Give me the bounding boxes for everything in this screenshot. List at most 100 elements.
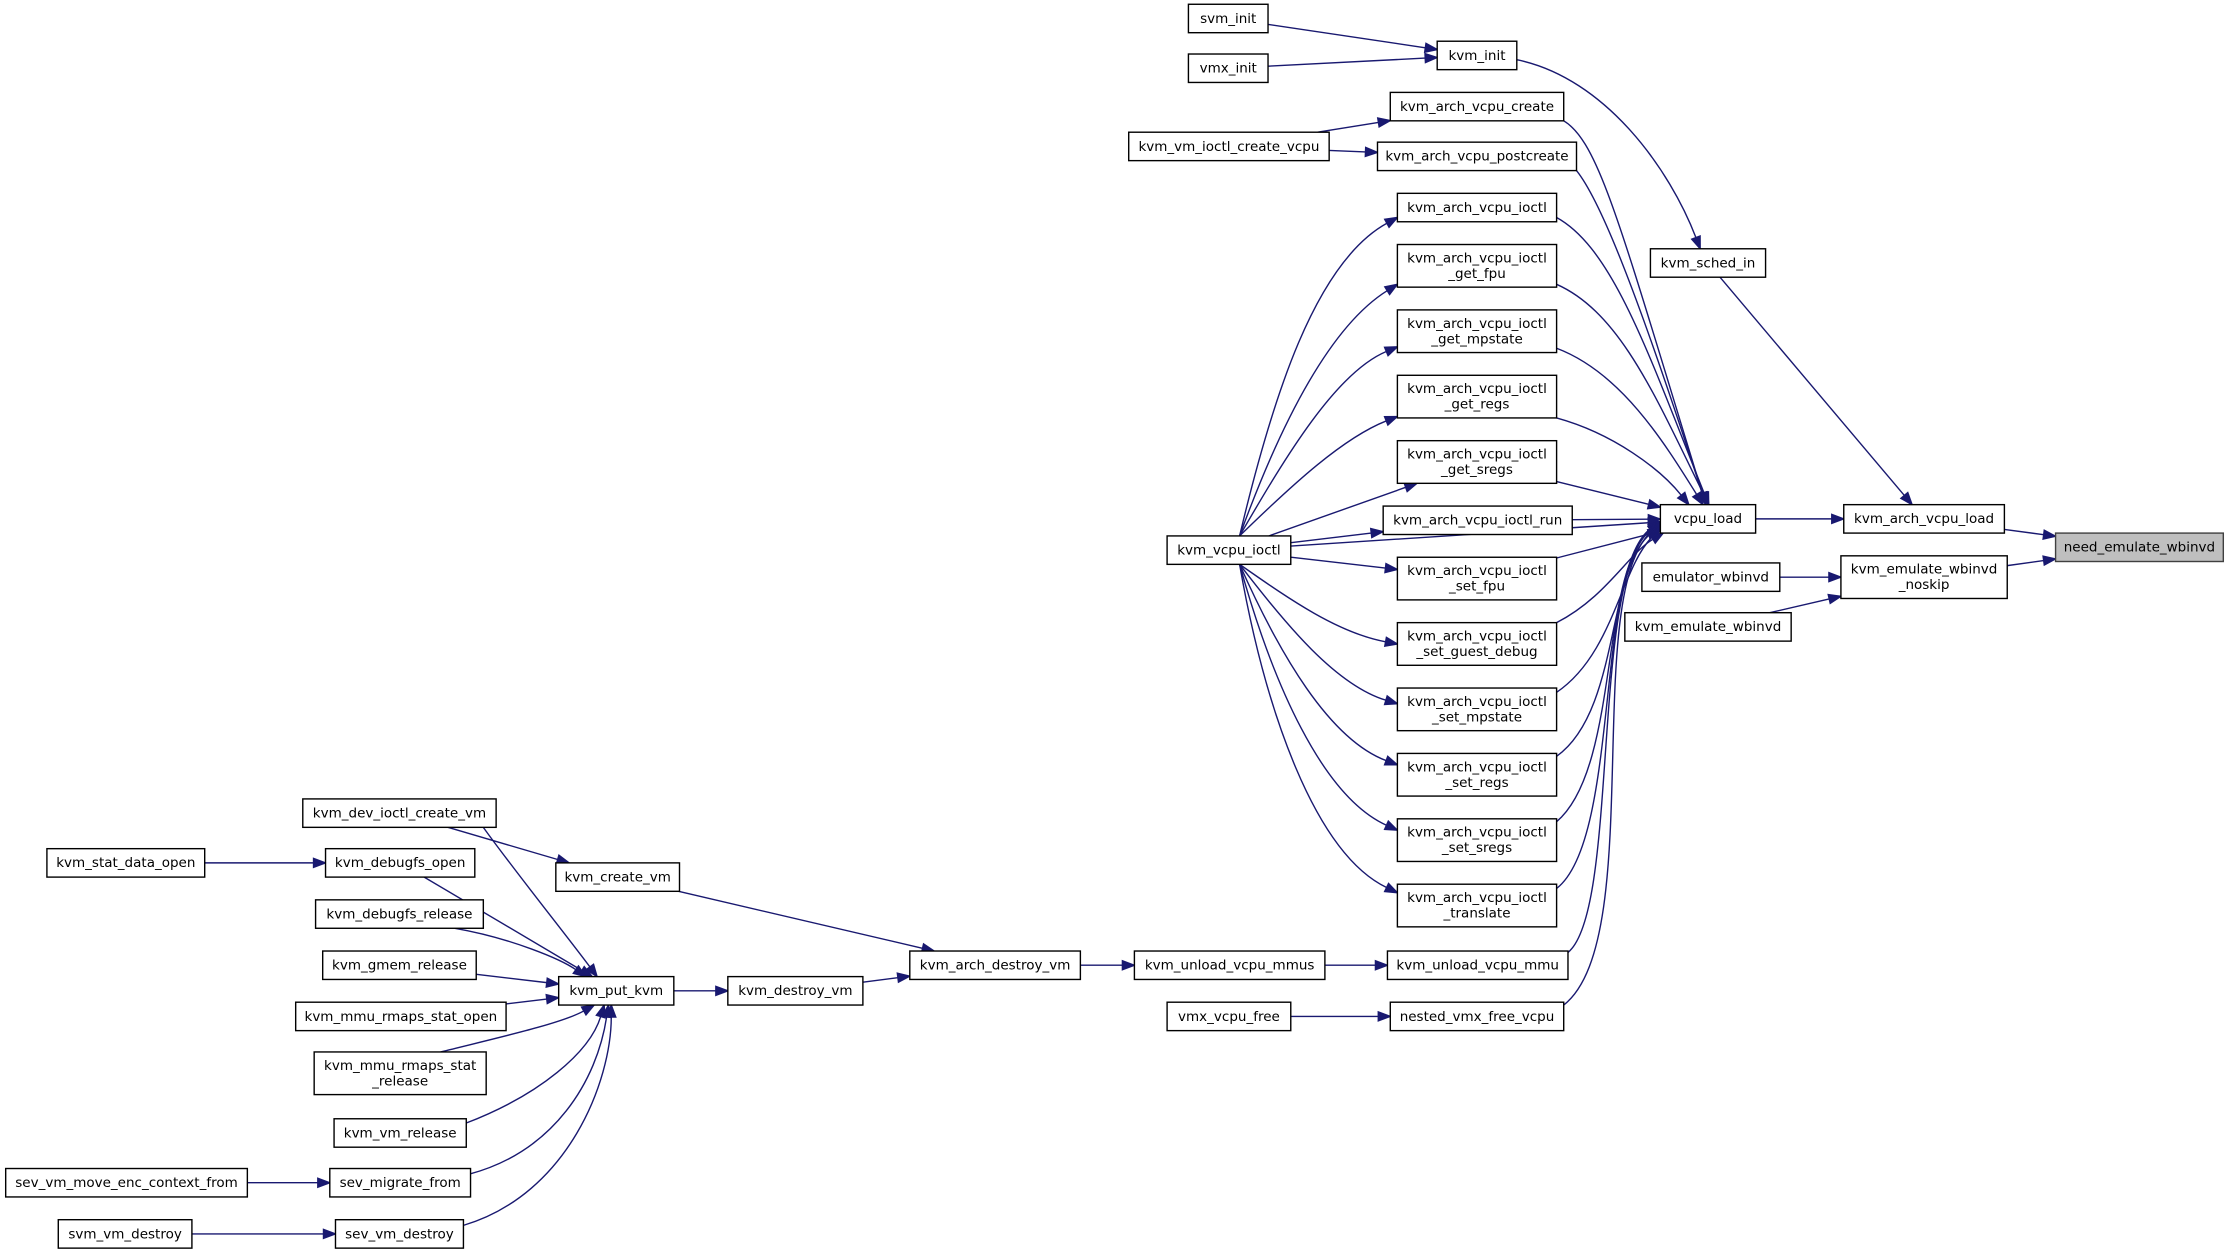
node-kvm-arch-vcpu-postcreate[interactable]: kvm_arch_vcpu_postcreate [1376, 141, 1578, 172]
node-box[interactable] [1389, 91, 1565, 122]
node-box[interactable] [1133, 950, 1326, 981]
node-kvm-dev-ioctl-create-vm[interactable]: kvm_dev_ioctl_create_vm [302, 798, 497, 829]
node-kvm-vm-release[interactable]: kvm_vm_release [333, 1118, 467, 1148]
node-kvm-arch-vcpu-ioctl-get-sregs[interactable]: kvm_arch_vcpu_ioctl_get_sregs [1396, 439, 1558, 485]
node-box[interactable] [1649, 248, 1767, 278]
node-box[interactable] [4, 1167, 249, 1198]
node-kvm-arch-vcpu-ioctl-translate[interactable]: kvm_arch_vcpu_ioctl_translate [1396, 883, 1558, 928]
node-box[interactable] [1843, 503, 2006, 534]
node-box[interactable] [1396, 192, 1558, 223]
node-box[interactable] [1641, 562, 1781, 593]
node-box[interactable] [333, 1118, 467, 1148]
edge-kvm_vcpu_ioctl-to-kvm_arch_vcpu_ioctl [1238, 216, 1400, 537]
node-sev-migrate-from[interactable]: sev_migrate_from [329, 1167, 472, 1198]
node-box[interactable] [302, 798, 497, 829]
node-svm-vm-destroy[interactable]: svm_vm_destroy [57, 1218, 193, 1249]
node-box[interactable] [1396, 621, 1558, 666]
node-need-emulate-wbinvd[interactable]: need_emulate_wbinvd [2054, 532, 2225, 563]
node-kvm-arch-vcpu-ioctl[interactable]: kvm_arch_vcpu_ioctl [1396, 192, 1558, 223]
node-box[interactable] [57, 1218, 193, 1249]
edge-kvm_vm_ioctl_create_vcpu-to-kvm_arch_vcpu_create [1317, 117, 1393, 133]
node-box[interactable] [1187, 3, 1269, 34]
node-box[interactable] [1128, 131, 1330, 162]
node-kvm-arch-vcpu-create[interactable]: kvm_arch_vcpu_create [1389, 91, 1565, 122]
node-box[interactable] [1624, 611, 1792, 642]
node-kvm-unload-vcpu-mmus[interactable]: kvm_unload_vcpu_mmus [1133, 950, 1326, 981]
node-vmx-init[interactable]: vmx_init [1187, 53, 1269, 84]
node-kvm-destroy-vm[interactable]: kvm_destroy_vm [727, 975, 864, 1006]
node-kvm-arch-vcpu-ioctl-get-regs[interactable]: kvm_arch_vcpu_ioctl_get_regs [1396, 374, 1558, 419]
node-kvm-debugfs-release[interactable]: kvm_debugfs_release [314, 899, 485, 929]
node-box[interactable] [1436, 40, 1518, 71]
node-kvm-arch-vcpu-load[interactable]: kvm_arch_vcpu_load [1843, 503, 2006, 534]
node-box[interactable] [313, 1051, 487, 1096]
node-vmx-vcpu-free[interactable]: vmx_vcpu_free [1166, 1001, 1292, 1032]
node-sev-vm-destroy[interactable]: sev_vm_destroy [334, 1218, 465, 1249]
node-vcpu-load[interactable]: vcpu_load [1659, 503, 1757, 534]
node-emulator-wbinvd[interactable]: emulator_wbinvd [1641, 562, 1781, 593]
node-kvm-mmu-rmaps-stat-release[interactable]: kvm_mmu_rmaps_stat_release [313, 1051, 487, 1096]
node-box[interactable] [1396, 687, 1558, 732]
node-box[interactable] [294, 1001, 507, 1032]
node-kvm-create-vm[interactable]: kvm_create_vm [555, 862, 681, 893]
node-box[interactable] [2054, 532, 2225, 563]
node-box[interactable] [1396, 243, 1558, 288]
node-box[interactable] [1386, 950, 1569, 981]
node-kvm-arch-vcpu-ioctl-set-mpstate[interactable]: kvm_arch_vcpu_ioctl_set_mpstate [1396, 687, 1558, 732]
node-kvm-sched-in[interactable]: kvm_sched_in [1649, 248, 1767, 278]
node-box[interactable] [329, 1167, 472, 1198]
node-box[interactable] [1389, 1001, 1565, 1032]
node-label: svm_vm_destroy [68, 1226, 182, 1242]
node-box[interactable] [1166, 1001, 1292, 1032]
node-kvm-put-kvm[interactable]: kvm_put_kvm [557, 975, 675, 1006]
node-label: kvm_unload_vcpu_mmu [1396, 958, 1559, 974]
node-kvm-mmu-rmaps-stat-open[interactable]: kvm_mmu_rmaps_stat_open [294, 1001, 507, 1032]
node-kvm-arch-destroy-vm[interactable]: kvm_arch_destroy_vm [909, 950, 1082, 981]
node-box[interactable] [334, 1218, 465, 1249]
node-box[interactable] [1840, 555, 2008, 600]
node-kvm-vm-ioctl-create-vcpu[interactable]: kvm_vm_ioctl_create_vcpu [1128, 131, 1330, 162]
node-label: nested_vmx_free_vcpu [1400, 1009, 1555, 1025]
node-kvm-arch-vcpu-ioctl-set-guest-debug[interactable]: kvm_arch_vcpu_ioctl_set_guest_debug [1396, 621, 1558, 666]
node-kvm-init[interactable]: kvm_init [1436, 40, 1518, 71]
node-box[interactable] [557, 975, 675, 1006]
node-kvm-arch-vcpu-ioctl-get-mpstate[interactable]: kvm_arch_vcpu_ioctl_get_mpstate [1396, 309, 1558, 354]
node-box[interactable] [1396, 309, 1558, 354]
node-box[interactable] [909, 950, 1082, 981]
node-kvm-arch-vcpu-ioctl-get-fpu[interactable]: kvm_arch_vcpu_ioctl_get_fpu [1396, 243, 1558, 288]
node-nested-vmx-free-vcpu[interactable]: nested_vmx_free_vcpu [1389, 1001, 1565, 1032]
node-box[interactable] [555, 862, 681, 893]
node-box[interactable] [727, 975, 864, 1006]
node-box[interactable] [314, 899, 485, 929]
node-box[interactable] [1166, 535, 1292, 566]
node-box[interactable] [1382, 505, 1573, 536]
node-kvm-arch-vcpu-ioctl-set-regs[interactable]: kvm_arch_vcpu_ioctl_set_regs [1396, 752, 1558, 797]
node-kvm-arch-vcpu-ioctl-set-sregs[interactable]: kvm_arch_vcpu_ioctl_set_sregs [1396, 818, 1558, 863]
node-box[interactable] [1396, 374, 1558, 419]
node-box[interactable] [1396, 883, 1558, 928]
node-label: kvm_gmem_release [332, 958, 467, 974]
edge-sev_vm_move_enc_context_from-to-sev_migrate_from [247, 1177, 332, 1189]
node-kvm-arch-vcpu-ioctl-run[interactable]: kvm_arch_vcpu_ioctl_run [1382, 505, 1573, 536]
node-box[interactable] [1396, 752, 1558, 797]
node-kvm-unload-vcpu-mmu[interactable]: kvm_unload_vcpu_mmu [1386, 950, 1569, 981]
node-kvm-emulate-wbinvd-noskip[interactable]: kvm_emulate_wbinvd_noskip [1840, 555, 2008, 600]
node-kvm-stat-data-open[interactable]: kvm_stat_data_open [46, 847, 206, 878]
node-kvm-arch-vcpu-ioctl-set-fpu[interactable]: kvm_arch_vcpu_ioctl_set_fpu [1396, 556, 1558, 601]
node-box[interactable] [1376, 141, 1578, 172]
node-box[interactable] [324, 847, 476, 878]
node-sev-vm-move-enc-context-from[interactable]: sev_vm_move_enc_context_from [4, 1167, 249, 1198]
node-kvm-gmem-release[interactable]: kvm_gmem_release [321, 950, 477, 981]
node-box[interactable] [1396, 439, 1558, 485]
node-label: kvm_arch_vcpu_load [1854, 511, 1994, 527]
node-box[interactable] [46, 847, 206, 878]
node-kvm-emulate-wbinvd[interactable]: kvm_emulate_wbinvd [1624, 611, 1792, 642]
node-box[interactable] [321, 950, 477, 981]
node-kvm-vcpu-ioctl[interactable]: kvm_vcpu_ioctl [1166, 535, 1292, 566]
node-box[interactable] [1396, 556, 1558, 601]
node-box[interactable] [1396, 818, 1558, 863]
node-box[interactable] [1187, 53, 1269, 84]
node-box[interactable] [1659, 503, 1757, 534]
node-svm-init[interactable]: svm_init [1187, 3, 1269, 34]
node-kvm-debugfs-open[interactable]: kvm_debugfs_open [324, 847, 476, 878]
